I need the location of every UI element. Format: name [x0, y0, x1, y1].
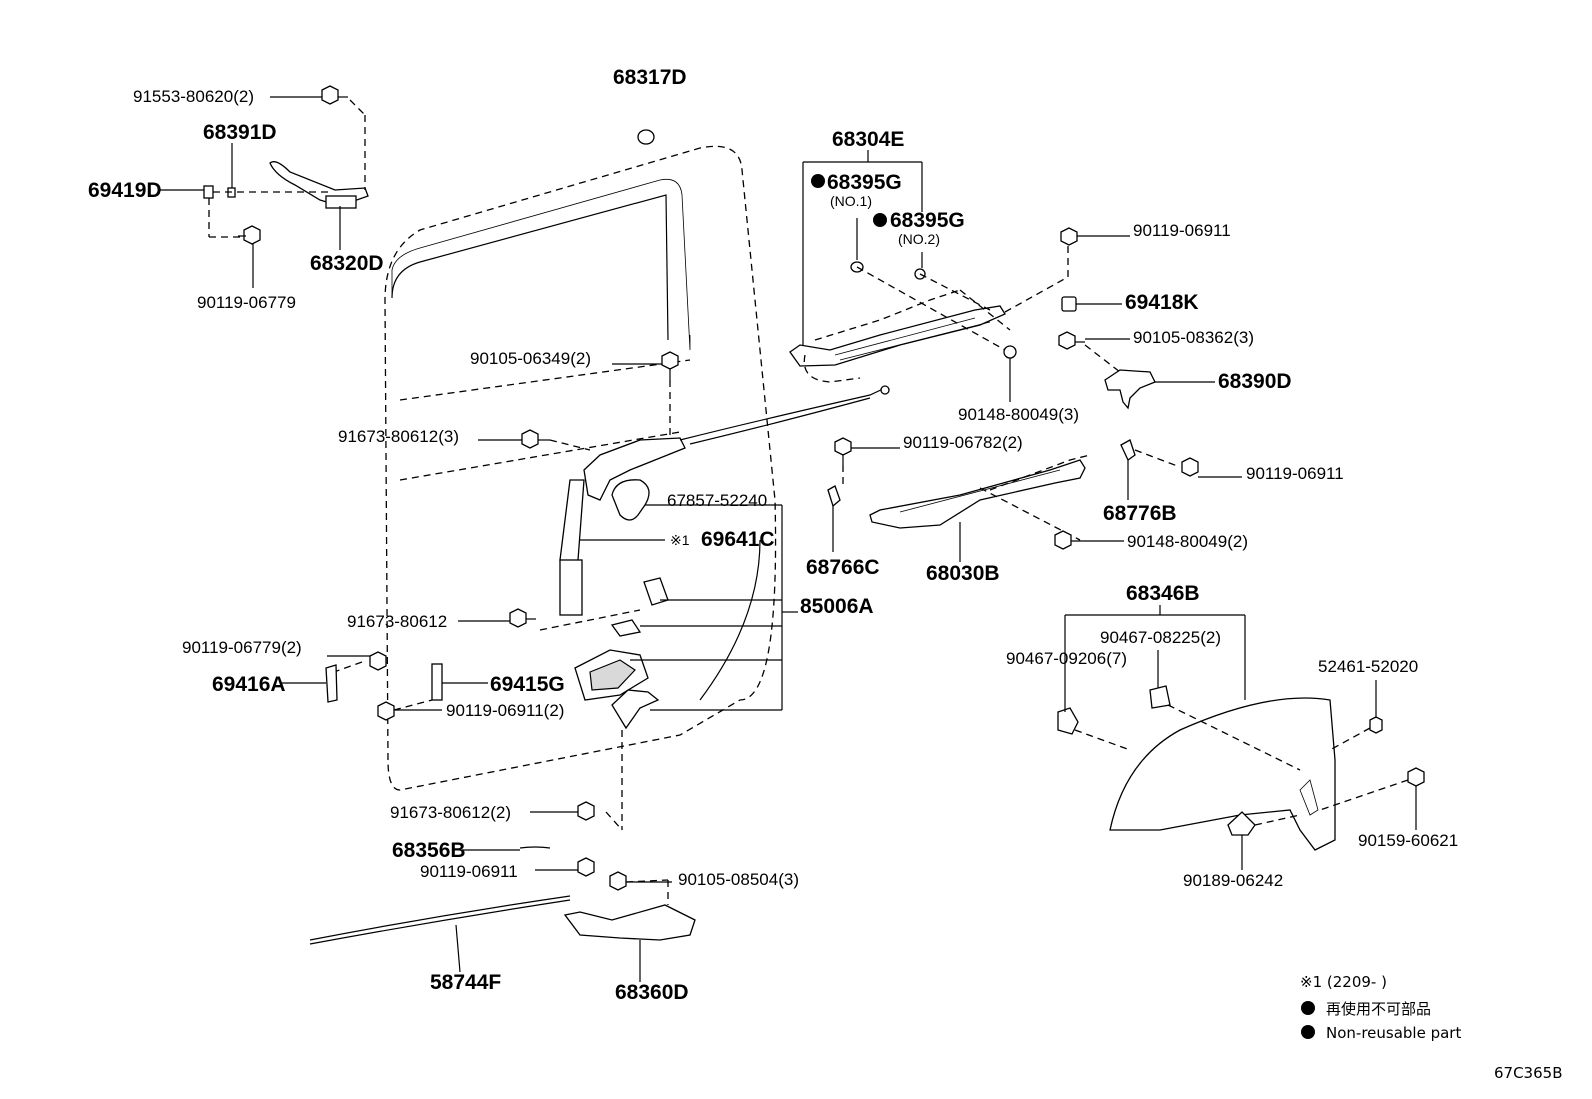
regulator-group [509, 351, 890, 631]
label-90119-06779-2: 90119-06779(2) [182, 638, 302, 657]
label-69419D: 69419D [88, 179, 162, 202]
label-90189-06242: 90189-06242 [1183, 871, 1283, 890]
label-69415G: 69415G [490, 673, 565, 696]
label-90119-06911-2: 90119-06911(2) [446, 701, 564, 720]
non-reusable-marker [873, 213, 887, 227]
label-68356B: 68356B [392, 839, 466, 862]
leader-lines [158, 96, 1417, 982]
label-68304E: 68304E [832, 128, 904, 151]
label-90105-08362: 90105-08362(3) [1133, 328, 1254, 347]
label-68030B: 68030B [926, 562, 1000, 585]
label-68395G-no2: 68395G [890, 209, 965, 232]
cover-group [1057, 685, 1425, 851]
label-90119-06779: 90119-06779 [197, 293, 296, 312]
label-68320D: 68320D [310, 252, 384, 275]
label-68766C: 68766C [806, 556, 880, 579]
lower-arm-group [309, 801, 696, 945]
legend-bullet-icon [1301, 1001, 1315, 1015]
label-85006A: 85006A [800, 595, 874, 618]
label-69641C-note-mark: ※1 [670, 532, 690, 548]
upper-rail-group [789, 227, 1156, 410]
label-90148-80049-3: 90148-80049(3) [958, 405, 1079, 424]
legend: ※1 (2209- ) 再使用不可部品 Non-reusable part [1300, 973, 1461, 1042]
legend-english: Non-reusable part [1326, 1024, 1461, 1042]
label-90119-06911-right: 90119-06911 [1246, 464, 1344, 483]
upper-hinge-group [203, 85, 655, 245]
label-68346B: 68346B [1126, 582, 1200, 605]
label-68360D: 68360D [615, 981, 689, 1004]
label-91673-80612: 91673-80612 [347, 612, 447, 631]
label-91553-80620: 91553-80620(2) [133, 87, 254, 106]
legend-japanese: 再使用不可部品 [1326, 1000, 1431, 1018]
label-68395G-no1-sub: (NO.1) [830, 193, 872, 209]
label-90119-06911-bottom: 90119-06911 [420, 862, 518, 881]
label-68395G-no1: 68395G [827, 171, 902, 194]
label-90467-09206: 90467-09206(7) [1006, 649, 1127, 668]
label-90105-06349: 90105-06349(2) [470, 349, 591, 368]
label-90119-06782: 90119-06782(2) [903, 433, 1023, 452]
label-90105-08504: 90105-08504(3) [678, 870, 799, 889]
label-68390D: 68390D [1218, 370, 1292, 393]
door-outline [384, 145, 777, 791]
diagram-code: 67C365B [1494, 1064, 1562, 1082]
part-labels: 68317D 91553-80620(2) 68391D 69419D 6832… [88, 66, 1458, 1004]
label-90119-06911-top: 90119-06911 [1133, 221, 1231, 240]
label-52461-52020: 52461-52020 [1318, 657, 1418, 676]
latch-group [325, 577, 669, 831]
label-90148-80049-2: 90148-80049(2) [1127, 532, 1248, 551]
legend-note: ※1 (2209- ) [1300, 973, 1387, 991]
label-68776B: 68776B [1103, 502, 1177, 525]
label-67857-52240: 67857-52240 [667, 491, 767, 510]
legend-bullet-icon [1301, 1025, 1315, 1039]
label-90159-60621: 90159-60621 [1358, 831, 1458, 850]
label-69418K: 69418K [1125, 291, 1199, 314]
label-90467-08225: 90467-08225(2) [1100, 628, 1221, 647]
label-68391D: 68391D [203, 121, 277, 144]
label-68317D: 68317D [613, 66, 687, 89]
label-69416A: 69416A [212, 673, 286, 696]
non-reusable-marker [811, 174, 825, 188]
label-91673-80612-2: 91673-80612(2) [390, 803, 511, 822]
center-rail-group [827, 437, 1199, 550]
label-58744F: 58744F [430, 971, 501, 994]
label-91673-80612-3: 91673-80612(3) [338, 427, 459, 446]
label-68395G-no2-sub: (NO.2) [898, 231, 940, 247]
label-69641C: 69641C [701, 528, 775, 551]
